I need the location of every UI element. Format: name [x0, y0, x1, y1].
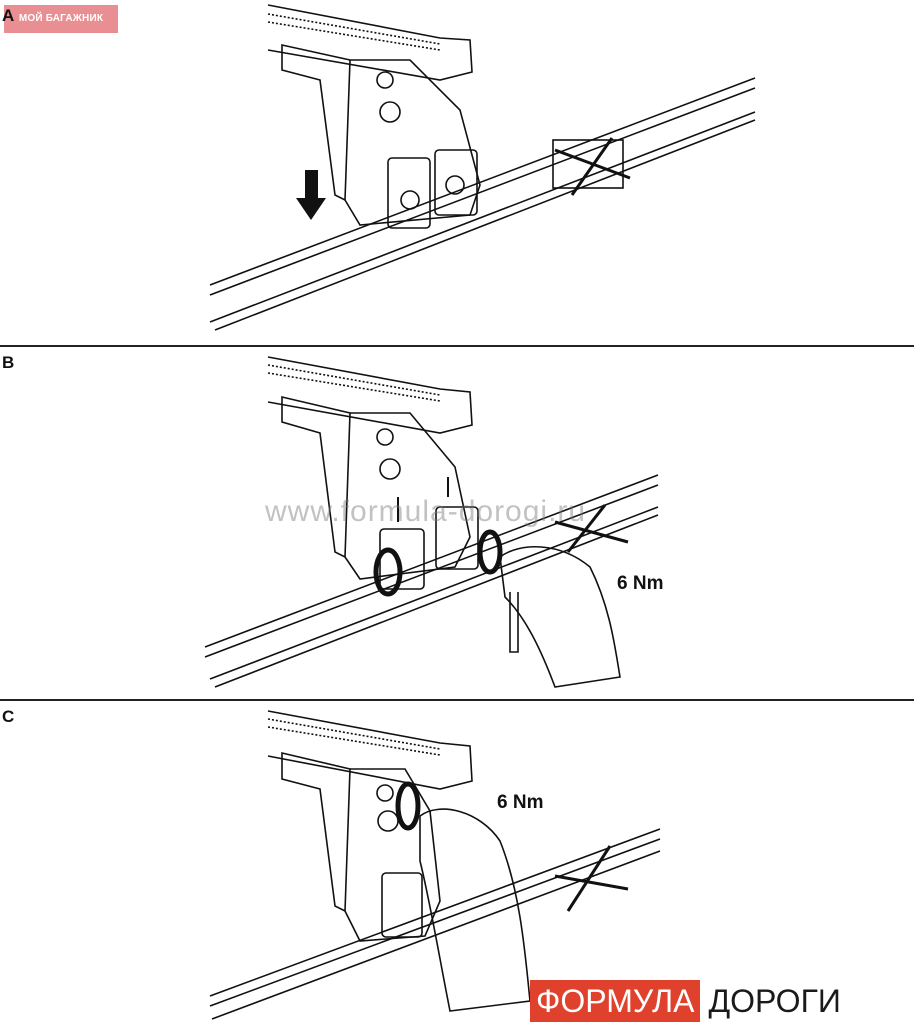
site-badge: МОЙ БАГАЖНИК	[4, 5, 118, 33]
panel-a: МОЙ БАГАЖНИК A	[0, 0, 914, 346]
watermark: www.formula-dorogi.ru	[265, 495, 587, 528]
roof-rack-foot-illustration-a	[209, 4, 756, 331]
roof-rack-foot-illustration-b	[204, 356, 659, 688]
step-label-b: B	[2, 353, 15, 372]
logo-red-part: ФОРМУЛА	[530, 980, 701, 1022]
step-label-c: C	[2, 707, 15, 726]
torque-label-c: 6 Nm	[497, 792, 544, 813]
panel-b: B 6 Nm	[0, 347, 914, 700]
down-arrow-icon	[296, 170, 326, 220]
panel-c: C 6 Nm	[0, 701, 914, 1024]
torque-label-b: 6 Nm	[617, 573, 664, 594]
brand-logo: ФОРМУЛА ДОРОГИ	[530, 980, 849, 1022]
logo-white-part: ДОРОГИ	[708, 983, 841, 1019]
step-label-a: A	[2, 6, 15, 25]
divider	[0, 345, 914, 347]
roof-rack-foot-illustration-c	[209, 710, 661, 1020]
divider	[0, 699, 914, 701]
